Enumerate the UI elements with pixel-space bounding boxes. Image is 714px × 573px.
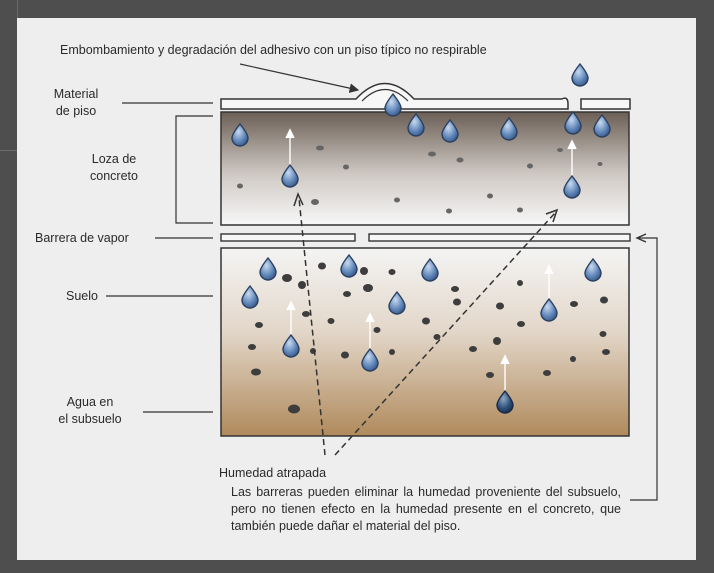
top-annotation: Embombamiento y degradación del adhesivo… xyxy=(60,43,487,57)
droplet-escaping xyxy=(571,62,589,87)
label-groundwater: Agua en el subsuelo xyxy=(58,395,122,426)
caption-arrowhead xyxy=(635,233,647,243)
dashed-arrowhead-left xyxy=(293,191,304,207)
vapor-barrier-left xyxy=(220,233,356,242)
label-concrete-slab: Loza de concreto xyxy=(90,152,138,183)
leader-caption-to-barrier xyxy=(630,237,658,501)
soil-stones xyxy=(248,262,610,414)
bracket-concrete xyxy=(175,115,213,224)
label-soil: Suelo xyxy=(66,289,98,303)
trapped-moisture-pointers xyxy=(298,197,556,456)
concrete-aggregate xyxy=(237,145,603,214)
upward-arrows xyxy=(285,128,577,393)
floor-material-right xyxy=(580,98,631,110)
floor-material-bump-inner xyxy=(361,88,409,102)
label-vapor-barrier: Barrera de vapor xyxy=(35,231,129,245)
dashed-arrowhead-right xyxy=(545,208,559,223)
vapor-barrier-right xyxy=(368,233,631,242)
label-floor-material: Material de piso xyxy=(53,87,99,118)
moisture-droplets xyxy=(231,62,611,372)
caption-text: Las barreras pueden eliminar la humedad … xyxy=(231,485,621,533)
leader-lines xyxy=(106,63,658,501)
label-trapped-moisture: Humedad atrapada xyxy=(219,466,327,480)
droplet-groundwater xyxy=(496,389,514,414)
leader-top-annotation xyxy=(239,63,360,93)
